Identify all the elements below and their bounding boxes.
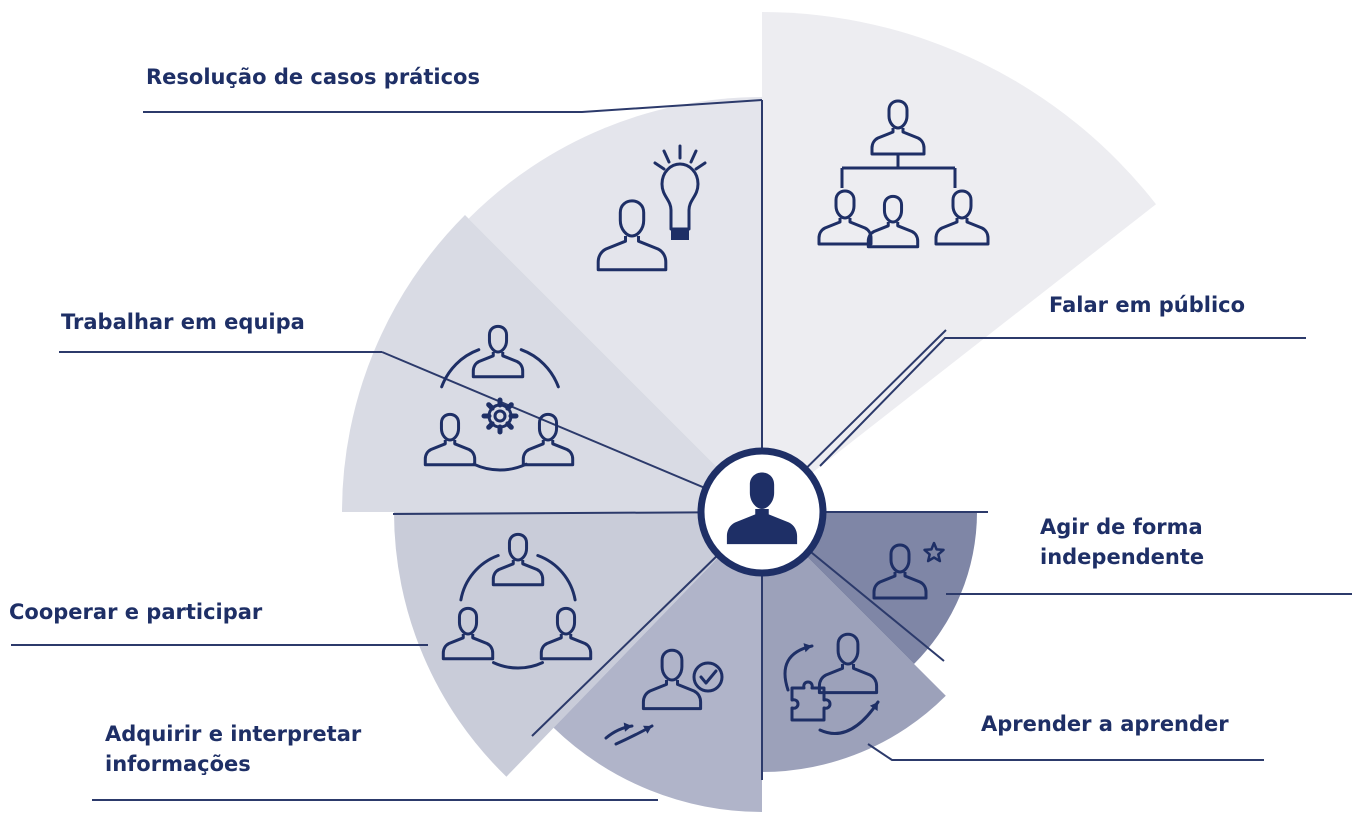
sector-falar-em-publico (762, 12, 1156, 512)
sector-cooperar-e-participar (394, 512, 762, 777)
sector-resolucao-de-casos-praticos (468, 97, 762, 512)
label-resolucao-de-casos-praticos: Resolução de casos práticos (146, 65, 480, 89)
sector-agir-de-forma-independente (762, 512, 977, 664)
sectors-layer (342, 12, 1156, 813)
person-check-icon (604, 648, 724, 746)
leader-line-falar-em-publico (819, 337, 1306, 467)
label-adquirir-e-interpretar-informacoes: Adquirir e interpretar informações (105, 722, 362, 776)
person-icon (726, 472, 798, 545)
person-star-icon (872, 541, 945, 600)
team-gear-icon (423, 324, 575, 472)
center-node (697, 447, 827, 577)
org-chart-icon (817, 99, 990, 249)
leader-line-aprender-a-aprender (867, 743, 1264, 761)
people-circle-icon (441, 532, 593, 670)
label-falar-em-publico: Falar em público (1049, 293, 1246, 317)
label-agir-de-forma-independente: Agir de forma independente (1040, 515, 1205, 569)
person-lightbulb-icon (596, 144, 707, 272)
label-trabalhar-em-equipa: Trabalhar em equipa (61, 310, 305, 334)
sector-aprender-a-aprender (762, 512, 946, 772)
leader-line-resolucao-de-casos-praticos (143, 99, 763, 113)
label-cooperar-e-participar: Cooperar e participar (9, 600, 263, 624)
label-aprender-a-aprender: Aprender a aprender (981, 712, 1229, 736)
leader-lines (11, 99, 1352, 801)
icons-layer (423, 99, 990, 746)
person-puzzle-icon (783, 632, 880, 735)
